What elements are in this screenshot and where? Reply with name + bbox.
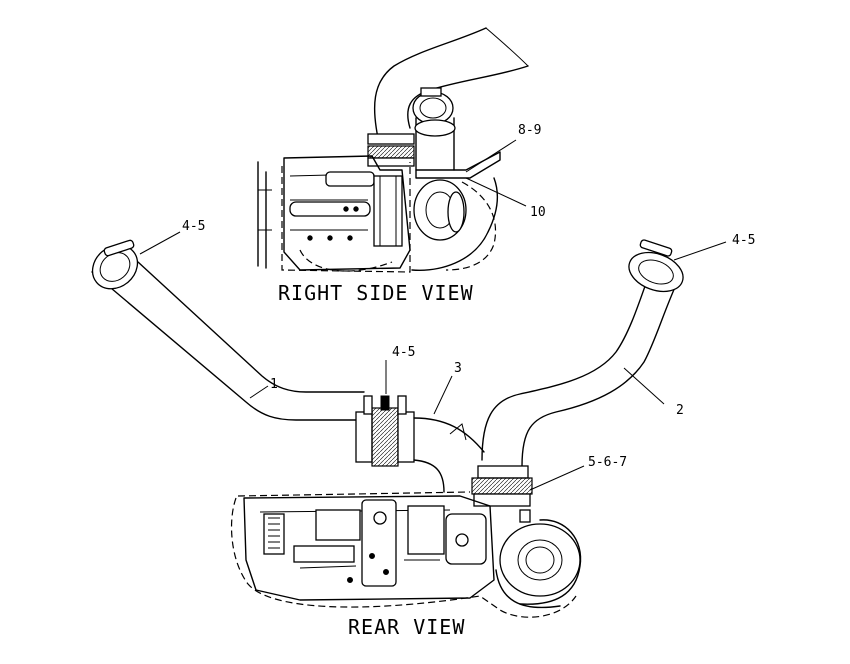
callout-1: 1 [270, 377, 278, 392]
callout-2: 2 [676, 403, 684, 418]
callout-4-5-center: 4-5 [392, 345, 415, 360]
callout-4-5-left: 4-5 [182, 219, 205, 234]
rear-view-drawing [91, 231, 727, 618]
callout-3: 3 [454, 361, 462, 376]
callout-4-5-right: 4-5 [732, 233, 755, 248]
rear-view-title: REAR VIEW [348, 615, 465, 639]
callout-5-6-7: 5-6-7 [588, 455, 627, 470]
callout-8-9: 8-9 [518, 123, 541, 138]
right-side-view-title: RIGHT SIDE VIEW [278, 281, 474, 305]
callout-10: 10 [530, 205, 546, 220]
right-side-view-drawing [257, 27, 529, 273]
